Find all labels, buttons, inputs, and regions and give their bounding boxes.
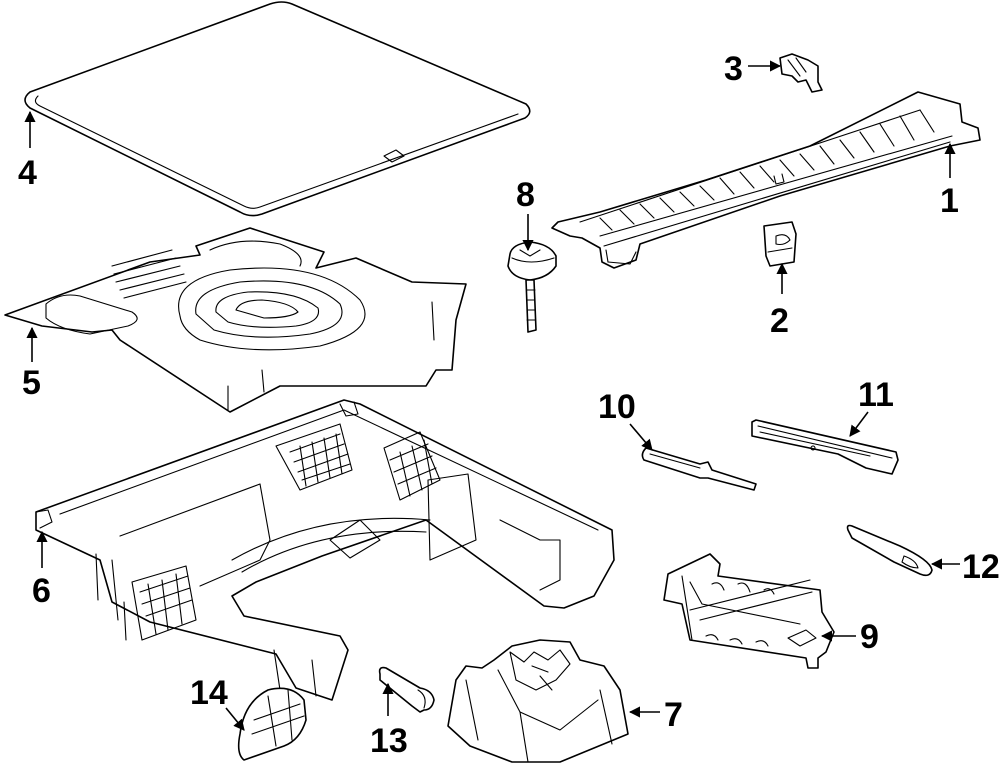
- spare-tire-hold-down-bolt[interactable]: [507, 241, 557, 333]
- callout-6: 6: [32, 572, 51, 610]
- storage-tray[interactable]: [35, 399, 615, 701]
- callout-labels: 1 2 3 4 5 6 7 8 9 10 11 12 13 14: [18, 50, 1000, 760]
- callout-4: 4: [18, 154, 37, 192]
- callout-9: 9: [860, 618, 879, 656]
- storage-bin-cap[interactable]: [237, 687, 307, 761]
- wheel-lock-key[interactable]: [378, 666, 435, 713]
- callout-14: 14: [190, 674, 228, 712]
- callout-1: 1: [940, 182, 959, 220]
- callout-12: 12: [962, 548, 1000, 586]
- leader-14: [225, 707, 245, 731]
- callout-3: 3: [724, 50, 743, 88]
- cargo-floor-cover[interactable]: [24, 1, 531, 217]
- callout-7: 7: [664, 696, 683, 734]
- jack-handle[interactable]: [751, 419, 899, 475]
- leader-11: [849, 411, 869, 437]
- callout-2: 2: [770, 302, 789, 340]
- leader-lines: [24, 60, 960, 731]
- jack-holder[interactable]: [447, 639, 629, 763]
- jack-handle-extension[interactable]: [641, 447, 757, 491]
- floor-carpet-mat[interactable]: [4, 227, 467, 413]
- rear-trim-panel[interactable]: [551, 91, 981, 269]
- callout-13: 13: [370, 722, 408, 760]
- retainer-clip[interactable]: [763, 221, 797, 267]
- callout-5: 5: [22, 364, 41, 402]
- fastener-clip[interactable]: [779, 53, 823, 93]
- callout-11: 11: [858, 376, 894, 414]
- callout-8: 8: [516, 176, 535, 214]
- leader-10: [629, 423, 653, 451]
- callout-10: 10: [598, 388, 636, 426]
- scissor-jack[interactable]: [663, 553, 835, 669]
- tow-hook[interactable]: [846, 524, 933, 577]
